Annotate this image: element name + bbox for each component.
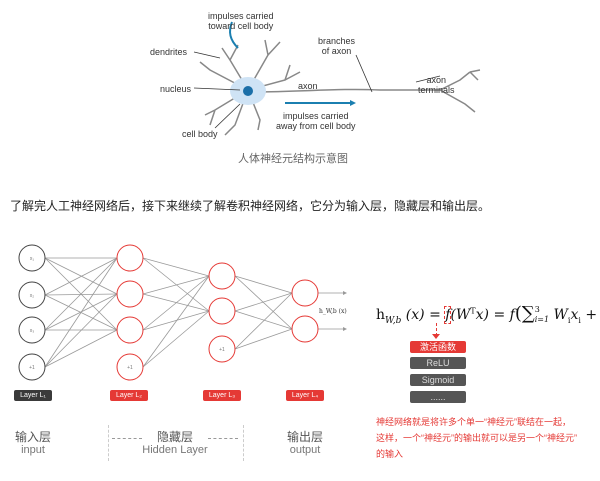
node-label: +1 — [127, 365, 133, 371]
connection — [234, 292, 293, 312]
neuron-node — [116, 280, 144, 308]
nucleus-shape — [243, 86, 253, 96]
section-output-en: output — [289, 444, 321, 456]
neuron-node — [18, 316, 46, 344]
note-text: 神经网络就是将许多个单一“神经元”联结在一起，这样，一个“神经元”的输出就可以是… — [376, 417, 577, 459]
activation-title: 激活函数 — [410, 341, 466, 353]
dashed-arrow — [436, 323, 437, 336]
neuron-node — [18, 353, 46, 381]
option-more: ...... — [410, 391, 466, 403]
section-input-en: input — [21, 444, 45, 456]
arrow-head-icon — [432, 334, 440, 339]
node-label: x₁ — [30, 256, 35, 262]
neuron-node — [116, 244, 144, 272]
connection — [142, 275, 210, 295]
arrow-right — [208, 438, 238, 439]
node-label: x₃ — [30, 328, 35, 334]
neuron-node — [18, 244, 46, 272]
node-label: +1 — [29, 365, 35, 371]
network-diagram: x₁ x₂ x₃ +1 +1 +1 — [18, 244, 347, 381]
neuron-node — [116, 353, 144, 381]
arrow-left — [112, 438, 142, 439]
label-nucleus: nucleus — [160, 84, 192, 94]
connection — [44, 293, 118, 368]
label-axon: axon — [298, 81, 318, 91]
connection — [234, 328, 293, 350]
node-label: +1 — [219, 347, 225, 353]
section-output-zh: 输出层 — [286, 430, 323, 444]
formula: hW,b (x) = f(WTx) = f(∑3i=1 Wixi + b) — [376, 303, 600, 326]
figure-caption: 人体神经元结构示意图 — [238, 153, 348, 165]
connection — [142, 257, 210, 277]
connection — [234, 275, 293, 330]
neuron-node — [291, 279, 319, 307]
connection — [44, 329, 118, 368]
section-hidden-zh: 隐藏层 — [156, 430, 193, 444]
layer-badge-1: Layer L₁ — [14, 390, 52, 401]
label-cell-body: cell body — [182, 129, 218, 139]
node-label: x₂ — [30, 293, 35, 299]
label-dendrites: dendrites — [150, 47, 188, 57]
arrow-head-icon — [343, 291, 347, 295]
layer-badge-3: Layer L₃ — [203, 390, 241, 401]
connection — [142, 275, 210, 368]
connection — [142, 275, 210, 331]
neuron-node — [208, 262, 236, 290]
connection — [142, 257, 210, 312]
option-sigmoid: Sigmoid — [410, 374, 466, 386]
arrow-head-icon — [343, 327, 347, 331]
intro-sentence: 了解完人工神经网络后，接下来继续了解卷积神经网络，它分为输入层，隐藏层和输出层。 — [10, 199, 491, 213]
neuron-node — [116, 316, 144, 344]
neuron-node — [208, 335, 236, 363]
connection — [44, 257, 118, 368]
connection — [142, 310, 210, 331]
section-hidden-en: Hidden Layer — [142, 444, 208, 456]
layer-badge-2: Layer L₂ — [110, 390, 148, 401]
neuron-diagram — [193, 21, 481, 136]
connection — [142, 310, 210, 368]
connection — [44, 257, 118, 295]
divider — [243, 425, 244, 461]
neuron-node — [291, 315, 319, 343]
section-input-zh: 输入层 — [14, 430, 51, 444]
neuron-node — [18, 281, 46, 309]
connection — [44, 257, 118, 296]
layer-badge-4: Layer L₄ — [286, 390, 324, 401]
option-relu: ReLU — [410, 357, 466, 369]
connection — [234, 310, 293, 330]
output-label: h_W,b (x) — [319, 308, 347, 315]
neuron-node — [208, 297, 236, 325]
connection — [44, 257, 118, 331]
divider — [108, 425, 109, 461]
connection — [234, 292, 293, 350]
connection — [234, 275, 293, 294]
